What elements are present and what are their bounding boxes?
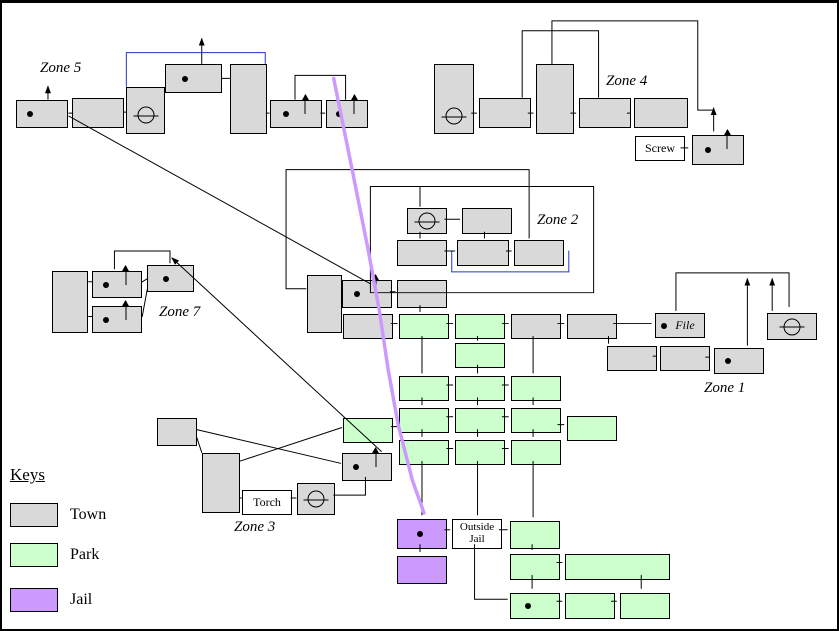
jail-color-swatch [10, 588, 58, 612]
label-box-outside-jail: Outside Jail [452, 519, 502, 549]
room-park-6 [455, 408, 505, 433]
labels-layer: Zone 5 Zone 4 Zone 2 Zone 7 Zone 1 Zone 3 [2, 3, 837, 629]
zone-label-zone2: Zone 2 [537, 212, 579, 228]
room-park-b2 [510, 554, 560, 580]
circle-minus-icon [779, 318, 805, 335]
room-jail-2 [397, 556, 447, 584]
room-z4-b [479, 98, 531, 128]
room-park-b6 [620, 593, 670, 619]
circle-minus-icon [303, 490, 329, 508]
zone-label-zone7: Zone 7 [159, 304, 201, 320]
up-arrow-icon [121, 300, 130, 320]
dot-icon [283, 111, 289, 117]
dot-icon [524, 603, 531, 609]
room-label-text: Screw [645, 141, 675, 156]
dot-icon [26, 111, 33, 117]
room-label-text: Torch [253, 495, 281, 510]
room-label-text: File [675, 318, 695, 333]
room-z1-dot [714, 348, 764, 374]
room-z1-b [660, 346, 710, 371]
zone-label-zone3: Zone 3 [234, 519, 276, 535]
dot-icon [103, 281, 110, 288]
room-z4-a [434, 64, 474, 134]
legend-item-label: Jail [70, 591, 93, 608]
room-z1-circle [767, 313, 817, 340]
label-box-torch: Torch [242, 490, 292, 515]
room-park-b4 [510, 593, 560, 619]
room-z1-a [607, 346, 657, 371]
room-park-b1 [510, 521, 560, 549]
room-park-b3 [565, 554, 670, 580]
dot-icon [416, 531, 423, 537]
room-park-4 [511, 376, 561, 401]
room-label-text: Outside Jail [459, 521, 495, 545]
room-z5-a [16, 100, 68, 128]
room-park-10 [511, 440, 561, 465]
room-park-9 [455, 440, 505, 465]
zone-label-zone5: Zone 5 [40, 60, 82, 76]
room-park-7 [511, 408, 561, 433]
room-z7-c [92, 300, 142, 333]
room-park-right [567, 416, 617, 441]
room-park-b5 [565, 593, 615, 619]
circle-minus-icon [441, 107, 467, 125]
room-z4-f [692, 129, 744, 165]
label-box-screw: Screw [635, 136, 685, 161]
zone-label-zone4: Zone 4 [606, 73, 648, 89]
room-file: File [655, 313, 705, 338]
up-arrow-icon [723, 129, 731, 149]
legend-title: Keys [10, 465, 45, 484]
room-row1-e [567, 314, 617, 339]
room-row1-d [511, 314, 561, 339]
zone-label-zone1: Zone 1 [704, 380, 746, 396]
room-jail-1 [397, 519, 447, 549]
legend-item-label: Town [70, 506, 107, 523]
room-park-1 [455, 343, 505, 368]
park-color-swatch [10, 543, 58, 567]
dot-icon [705, 147, 711, 153]
room-row1-c [455, 314, 505, 339]
legend-item-jail: Jail [10, 588, 92, 612]
room-park-3 [455, 376, 505, 401]
legend-item-park: Park [10, 543, 99, 567]
dot-icon [660, 322, 667, 329]
dot-icon [103, 316, 110, 323]
legend-item-town: Town [10, 503, 106, 527]
town-color-swatch [10, 503, 58, 527]
dot-icon [725, 358, 732, 364]
legend-item-label: Park [70, 546, 100, 563]
